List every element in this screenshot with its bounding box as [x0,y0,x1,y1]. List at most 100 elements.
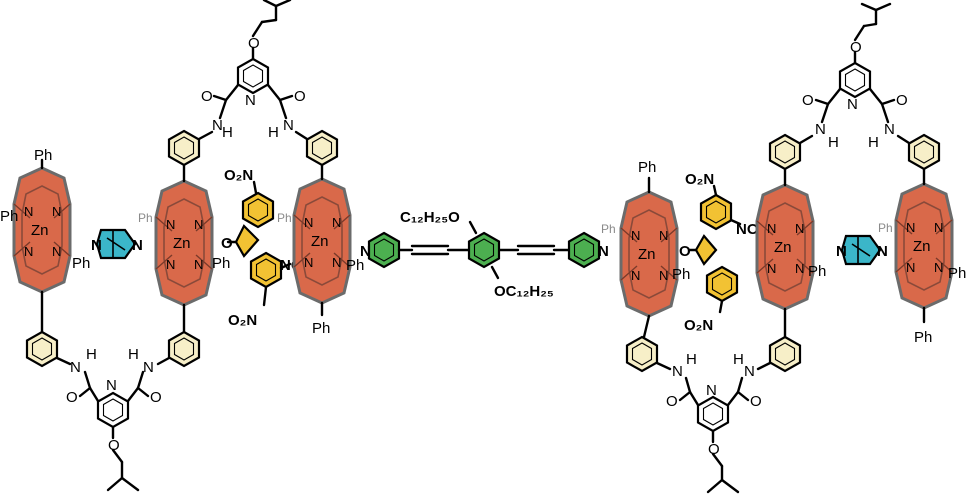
amide-n-label: N [884,121,895,138]
n-label: N [659,228,668,243]
n-label: N [934,220,943,235]
zn-label: Zn [638,246,656,263]
pyridine-n-label: N [847,96,858,113]
upper-strap-left [167,0,339,183]
zn-label: Zn [311,233,329,250]
n-label: N [332,215,341,230]
n-label: N [166,257,175,272]
amide-h-label: H [733,351,744,368]
dabco-n-label: N [132,237,143,254]
central-bis-pyridyl-linker [367,220,601,280]
ether-o-label: O [708,441,720,458]
phenyl-label: Ph [672,266,690,283]
zn-label: Zn [173,235,191,252]
amide-h-label: H [222,124,233,141]
n-label: N [52,204,61,219]
n-label: N [194,257,203,272]
amide-n-label: N [672,363,683,380]
pyridine-n-label: N [106,377,117,394]
n-label: N [24,204,33,219]
lower-strap-left [25,290,201,492]
n-label: N [332,255,341,270]
phenyl-label: Ph [914,329,932,346]
phenyl-label-behind: Ph [138,211,153,225]
carbonyl-o-label: O [150,389,162,406]
amide-h-label: H [686,351,697,368]
upper-strap-right [768,2,941,187]
phenyl-label-behind: Ph [277,211,292,225]
dabco-n-label: N [877,243,888,260]
n-label: N [24,244,33,259]
n-label: N [767,261,776,276]
phenyl-label: Ph [346,257,364,274]
amide-h-label: H [128,346,139,363]
amide-h-label: H [86,346,97,363]
n-label: N [659,268,668,283]
n-label: N [304,215,313,230]
ketone-o-label: O [679,243,691,260]
n-label: N [304,255,313,270]
zn-label: Zn [31,222,49,239]
amide-n-label: N [815,121,826,138]
carbonyl-o-label: O [750,393,762,410]
carbonyl-o-label: O [802,92,814,109]
dinitrofluorenone-left [226,180,292,307]
pyridine-n-label: N [245,92,256,109]
dabco-right [840,234,882,266]
ether-o-label: O [108,437,120,454]
amide-n-label: N [212,117,223,134]
phenyl-label-behind: Ph [601,222,616,236]
n-label: N [795,261,804,276]
left-porphyrin-dimer: Zn N N N N Ph Ph Ph N N Zn N N N N Ph Ph [0,0,364,492]
n-label: N [795,221,804,236]
carbonyl-o-label: O [201,88,213,105]
amide-h-label: H [868,134,879,151]
lower-strap-right [625,307,802,494]
amide-h-label: H [828,134,839,151]
phenyl-label: Ph [312,320,330,337]
ether-o-label: O [248,35,260,52]
n-label: N [166,217,175,232]
ether-o-label: O [850,39,862,56]
pyridyl-n-label: N [598,243,609,260]
amide-n-label: N [70,359,81,376]
alkoxy-label-bottom: OC₁₂H₂₅ [494,283,554,300]
zn-label: Zn [913,238,931,255]
carbonyl-o-label: O [66,389,78,406]
n-label: N [767,221,776,236]
amide-n-label: N [744,363,755,380]
phenyl-label: Ph [72,255,90,272]
n-label: N [906,260,915,275]
phenyl-label: Ph [948,265,966,282]
alkoxy-label-top: C₁₂H₂₅O [400,209,460,226]
pyridyl-n-label: N [360,243,371,260]
dabco-n-label: N [91,237,102,254]
phenyl-label: Ph [212,255,230,272]
o2n-label: O₂N [228,312,257,329]
right-porphyrin-dimer: Zn N N N N Ph Ph Ph O₂N NO₂ O O₂N Zn N N… [601,2,966,494]
n-label: N [631,228,640,243]
phenyl-label: Ph [34,147,52,164]
n-label: N [52,244,61,259]
phenyl-label: Ph [638,159,656,176]
carbonyl-o-label: O [666,393,678,410]
phenyl-label-behind: Ph [878,221,893,235]
n-label: N [906,220,915,235]
carbonyl-o-label: O [294,88,306,105]
amide-n-label: N [143,359,154,376]
phenyl-label: Ph [808,263,826,280]
amide-h-label: H [268,124,279,141]
o2n-label: O₂N [684,317,713,334]
o2n-label: O₂N [685,171,714,188]
n-label: N [631,268,640,283]
n-label: N [194,217,203,232]
n-label: N [934,260,943,275]
carbonyl-o-label: O [896,92,908,109]
o2n-label: O₂N [224,167,253,184]
phenyl-label: Ph [0,208,18,225]
ketone-o-label: O [221,235,233,252]
pyridine-n-label: N [706,382,717,399]
dabco-n-label: N [836,243,847,260]
dinitrofluorenone-right [688,184,742,314]
